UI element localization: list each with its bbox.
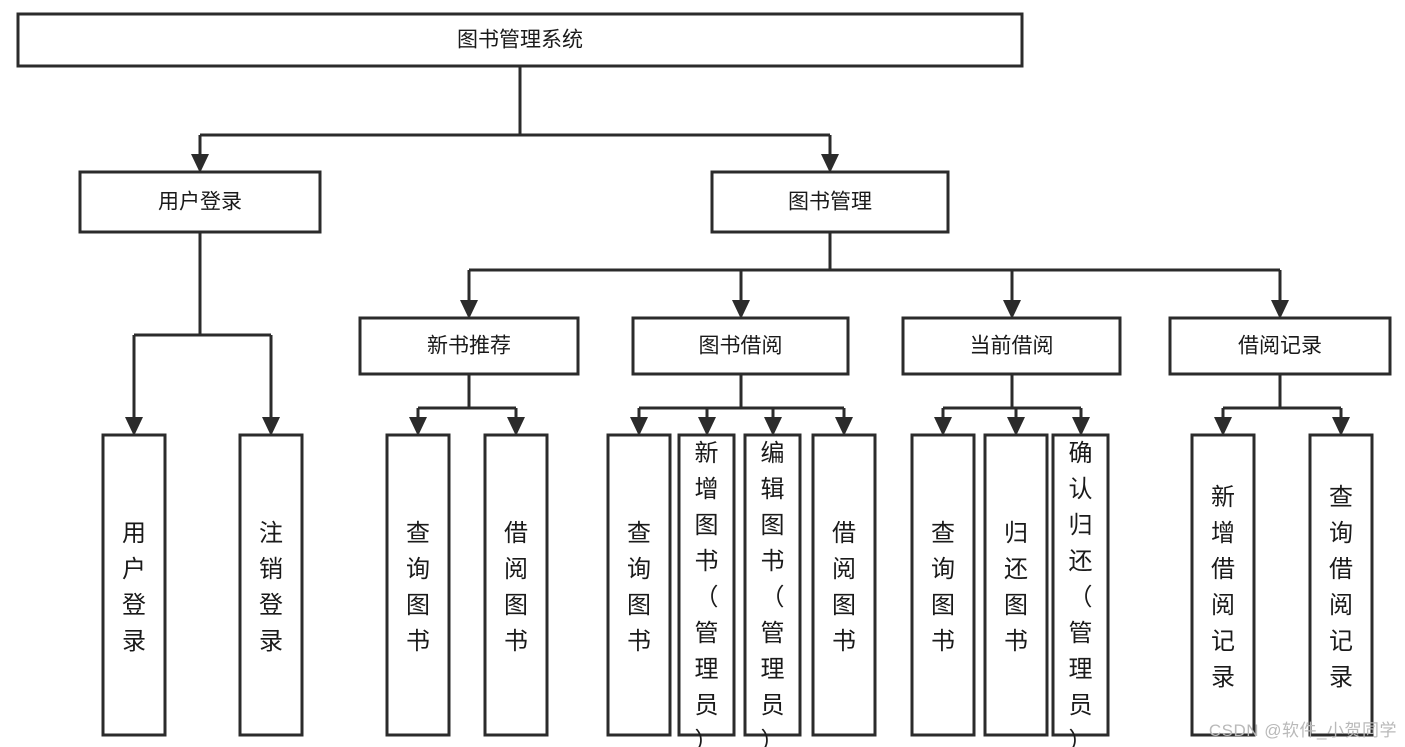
node-label-borrow-record: 借阅记录	[1238, 335, 1322, 358]
node-user-login[interactable]: 用户登录	[78, 170, 322, 234]
node-box-leaf-borrow-book-recommend[interactable]	[483, 433, 549, 737]
arrow-head-icon-book-borrow	[732, 300, 750, 319]
connector-group-root	[191, 66, 839, 173]
node-label-leaf-confirm-return-admin: 确认归还（管理员）	[1069, 440, 1093, 747]
arrow-head-icon-leaf-query-book-current	[934, 417, 952, 436]
node-box-leaf-query-book-current[interactable]	[910, 433, 976, 737]
node-label-leaf-return-book: 归还图书	[1004, 520, 1028, 655]
node-leaf-logout-login[interactable]: 注销登录	[238, 433, 304, 737]
connector-group-current-borrow	[934, 374, 1090, 436]
node-leaf-add-borrow-record[interactable]: 新增借阅记录	[1190, 433, 1256, 737]
node-label-user-login: 用户登录	[158, 191, 242, 214]
connector-group-user-login	[125, 232, 280, 436]
connector-layer	[125, 66, 1350, 436]
node-box-leaf-borrow-book[interactable]	[811, 433, 877, 737]
node-leaf-confirm-return-admin[interactable]: 确认归还（管理员）	[1051, 433, 1110, 747]
node-box-root[interactable]	[16, 12, 1024, 68]
node-label-leaf-edit-book-admin: 编辑图书（管理员）	[761, 440, 785, 747]
node-box-leaf-confirm-return-admin[interactable]	[1051, 433, 1110, 737]
arrow-head-icon-leaf-logout-login	[262, 417, 280, 436]
arrow-head-icon-leaf-query-book-recommend	[409, 417, 427, 436]
node-book-manage[interactable]: 图书管理	[710, 170, 950, 234]
node-leaf-return-book[interactable]: 归还图书	[983, 433, 1049, 737]
connector-group-book-manage	[460, 232, 1289, 319]
node-leaf-query-book-borrow[interactable]: 查询图书	[606, 433, 672, 737]
node-box-leaf-add-borrow-record[interactable]	[1190, 433, 1256, 737]
node-root[interactable]: 图书管理系统	[16, 12, 1024, 68]
node-book-borrow[interactable]: 图书借阅	[631, 316, 850, 376]
node-box-new-book-recommend[interactable]	[358, 316, 580, 376]
node-leaf-query-book-current[interactable]: 查询图书	[910, 433, 976, 737]
node-label-book-borrow: 图书借阅	[699, 335, 783, 358]
node-label-leaf-add-book-admin: 新增图书（管理员）	[695, 440, 719, 747]
node-layer: 图书管理系统用户登录图书管理新书推荐图书借阅当前借阅借阅记录用户登录注销登录查询…	[16, 12, 1392, 747]
node-leaf-user-login[interactable]: 用户登录	[101, 433, 167, 737]
arrow-head-icon-current-borrow	[1003, 300, 1021, 319]
arrow-head-icon-leaf-user-login	[125, 417, 143, 436]
arrow-head-icon-leaf-query-book-borrow	[630, 417, 648, 436]
node-label-leaf-borrow-book: 借阅图书	[832, 520, 856, 655]
node-leaf-edit-book-admin[interactable]: 编辑图书（管理员）	[743, 433, 802, 747]
node-box-book-borrow[interactable]	[631, 316, 850, 376]
node-box-leaf-query-book-recommend[interactable]	[385, 433, 451, 737]
node-box-book-manage[interactable]	[710, 170, 950, 234]
arrow-head-icon-leaf-borrow-book-recommend	[507, 417, 525, 436]
node-box-leaf-return-book[interactable]	[983, 433, 1049, 737]
node-label-leaf-query-borrow-record: 查询借阅记录	[1329, 484, 1353, 691]
node-leaf-query-book-recommend[interactable]: 查询图书	[385, 433, 451, 737]
watermark-label: CSDN @软件_小贺同学	[1208, 721, 1397, 740]
node-label-leaf-add-borrow-record: 新增借阅记录	[1211, 484, 1235, 691]
node-label-leaf-query-book-recommend: 查询图书	[406, 520, 430, 655]
node-box-leaf-query-borrow-record[interactable]	[1308, 433, 1374, 737]
node-box-leaf-user-login[interactable]	[101, 433, 167, 737]
node-label-leaf-query-book-borrow: 查询图书	[627, 520, 651, 655]
connector-group-new-book-recommend	[409, 374, 525, 436]
node-label-leaf-borrow-book-recommend: 借阅图书	[504, 520, 528, 655]
arrow-head-icon-book-manage	[821, 154, 839, 173]
arrow-head-icon-new-book-recommend	[460, 300, 478, 319]
arrow-head-icon-leaf-add-borrow-record	[1214, 417, 1232, 436]
node-label-leaf-query-book-current: 查询图书	[931, 520, 955, 655]
node-label-current-borrow: 当前借阅	[970, 335, 1054, 358]
node-leaf-borrow-book-recommend[interactable]: 借阅图书	[483, 433, 549, 737]
node-current-borrow[interactable]: 当前借阅	[901, 316, 1122, 376]
arrow-head-icon-leaf-query-borrow-record	[1332, 417, 1350, 436]
node-borrow-record[interactable]: 借阅记录	[1168, 316, 1392, 376]
node-leaf-borrow-book[interactable]: 借阅图书	[811, 433, 877, 737]
node-label-new-book-recommend: 新书推荐	[427, 335, 511, 358]
node-box-borrow-record[interactable]	[1168, 316, 1392, 376]
node-box-leaf-logout-login[interactable]	[238, 433, 304, 737]
node-leaf-add-book-admin[interactable]: 新增图书（管理员）	[677, 433, 736, 747]
node-box-leaf-edit-book-admin[interactable]	[743, 433, 802, 737]
node-label-root: 图书管理系统	[457, 29, 583, 52]
connector-group-borrow-record	[1214, 374, 1350, 436]
arrow-head-icon-leaf-edit-book-admin	[764, 417, 782, 436]
node-box-leaf-add-book-admin[interactable]	[677, 433, 736, 737]
node-box-current-borrow[interactable]	[901, 316, 1122, 376]
node-label-book-manage: 图书管理	[788, 191, 872, 214]
node-leaf-query-borrow-record[interactable]: 查询借阅记录	[1308, 433, 1374, 737]
arrow-head-icon-leaf-confirm-return-admin	[1072, 417, 1090, 436]
arrow-head-icon-leaf-add-book-admin	[698, 417, 716, 436]
arrow-head-icon-borrow-record	[1271, 300, 1289, 319]
node-label-leaf-logout-login: 注销登录	[259, 520, 283, 655]
arrow-head-icon-user-login	[191, 154, 209, 173]
arrow-head-icon-leaf-borrow-book	[835, 417, 853, 436]
arrow-head-icon-leaf-return-book	[1007, 417, 1025, 436]
node-box-user-login[interactable]	[78, 170, 322, 234]
connector-group-book-borrow	[630, 374, 853, 436]
node-box-leaf-query-book-borrow[interactable]	[606, 433, 672, 737]
node-label-leaf-user-login: 用户登录	[122, 520, 146, 655]
node-new-book-recommend[interactable]: 新书推荐	[358, 316, 580, 376]
